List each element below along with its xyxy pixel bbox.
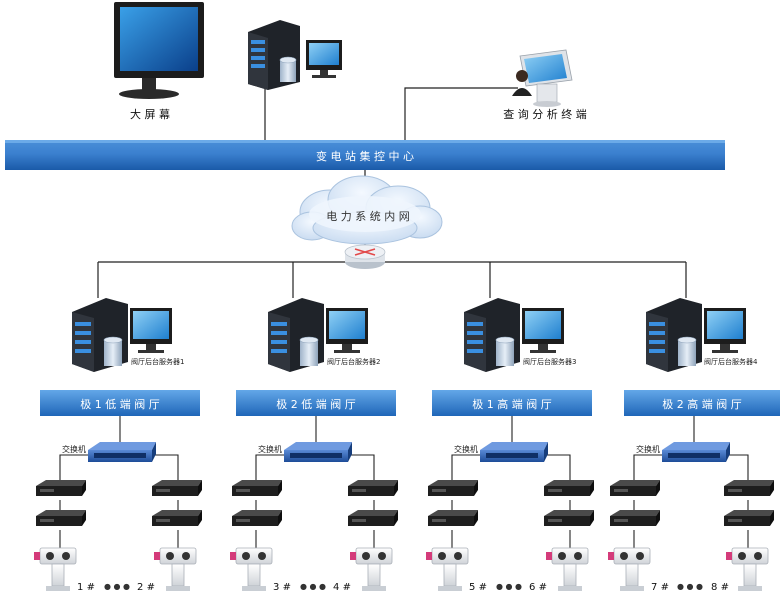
thermal-camera-left [608,547,651,591]
power-intranet-cloud [291,175,443,245]
encoder-device-right-1 [724,480,774,496]
encoder-device-left-1 [610,480,660,496]
encoder-device-left-1 [428,480,478,496]
query-terminal-label: 查 询 分 析 终 端 [503,107,586,121]
top-connections [97,87,687,298]
more-cameras-dots: ● ● ● [104,582,130,591]
hall-monitor [522,308,564,353]
encoder-device-left-1 [36,480,86,496]
encoder-device-right-1 [152,480,202,496]
thermal-camera-left [34,547,77,591]
big-screen-label: 大 屏 幕 [130,107,170,121]
camera-left-label: 1 # [77,582,95,593]
hall-bar-label: 极 1 高 端 阀 厅 [472,397,551,411]
network-switch [662,442,730,462]
encoder-device-right-1 [348,480,398,496]
hall-bar [236,390,396,416]
hall-group-2: 阀厅后台服务器2 极 2 低 端 阀 厅 交换机 [230,298,398,593]
central-monitor [306,40,342,78]
camera-right-label: 4 # [333,582,351,593]
hall-server-label: 阀厅后台服务器2 [327,357,380,366]
hall-server-label: 阀厅后台服务器4 [704,357,758,366]
switch-label: 交换机 [636,444,660,454]
switch-label: 交换机 [258,444,282,454]
more-cameras-dots: ● ● ● [300,582,326,591]
thermal-camera-left [230,547,273,591]
camera-left-label: 5 # [469,582,487,593]
encoder-device-left-2 [610,510,660,526]
control-center-bar [5,140,725,170]
camera-right-label: 8 # [711,582,729,593]
router-icon [344,244,386,269]
switch-label: 交换机 [454,444,478,454]
camera-right-label: 2 # [137,582,155,593]
hall-monitor [130,308,172,353]
encoder-device-left-2 [232,510,282,526]
hall-server [72,298,128,372]
hall-bar [40,390,200,416]
more-cameras-dots: ● ● ● [496,582,522,591]
hall-connections [451,416,571,548]
hall-server [646,298,702,372]
camera-left-label: 3 # [273,582,291,593]
hall-group-4: 阀厅后台服务器4 极 2 高 端 阀 厅 交换机 [608,298,780,593]
thermal-camera-right [546,547,589,591]
hall-monitor [704,308,746,353]
hall-connections [633,416,749,548]
hall-group-1: 阀厅后台服务器1 极 1 低 端 阀 厅 交换机 [34,298,202,593]
hall-bar [432,390,592,416]
more-cameras-dots: ● ● ● [677,582,703,591]
hall-bar [624,390,780,416]
hall-server-label: 阀厅后台服务器3 [523,357,576,366]
hall-bar-label: 极 1 低 端 阀 厅 [80,397,159,411]
switch-label: 交换机 [62,444,86,454]
cloud-label: 电 力 系 统 内 网 [326,209,409,223]
thermal-camera-right [154,547,197,591]
network-switch [480,442,548,462]
encoder-device-left-2 [36,510,86,526]
hall-server [464,298,520,372]
thermal-camera-right [726,547,769,591]
network-switch [88,442,156,462]
encoder-device-right-1 [544,480,594,496]
camera-right-label: 6 # [529,582,547,593]
thermal-camera-right [350,547,393,591]
central-server [248,20,300,90]
control-center-label: 变 电 站 集 控 中 心 [316,149,414,163]
hall-connections [59,416,179,548]
hall-bar-label: 极 2 高 端 阀 厅 [662,397,741,411]
hall-server [268,298,324,372]
hall-bar-label: 极 2 低 端 阀 厅 [276,397,355,411]
camera-left-label: 7 # [651,582,669,593]
hall-server-label: 阀厅后台服务器1 [131,357,184,366]
hall-connections [255,416,375,548]
hall-monitor [326,308,368,353]
encoder-device-right-2 [544,510,594,526]
encoder-device-right-2 [348,510,398,526]
thermal-camera-left [426,547,469,591]
encoder-device-left-2 [428,510,478,526]
encoder-device-right-2 [724,510,774,526]
encoder-device-left-1 [232,480,282,496]
hall-group-3: 阀厅后台服务器3 极 1 高 端 阀 厅 交换机 [426,298,594,593]
big-screen-monitor [114,2,204,99]
query-terminal [512,49,573,107]
encoder-device-right-2 [152,510,202,526]
network-switch [284,442,352,462]
